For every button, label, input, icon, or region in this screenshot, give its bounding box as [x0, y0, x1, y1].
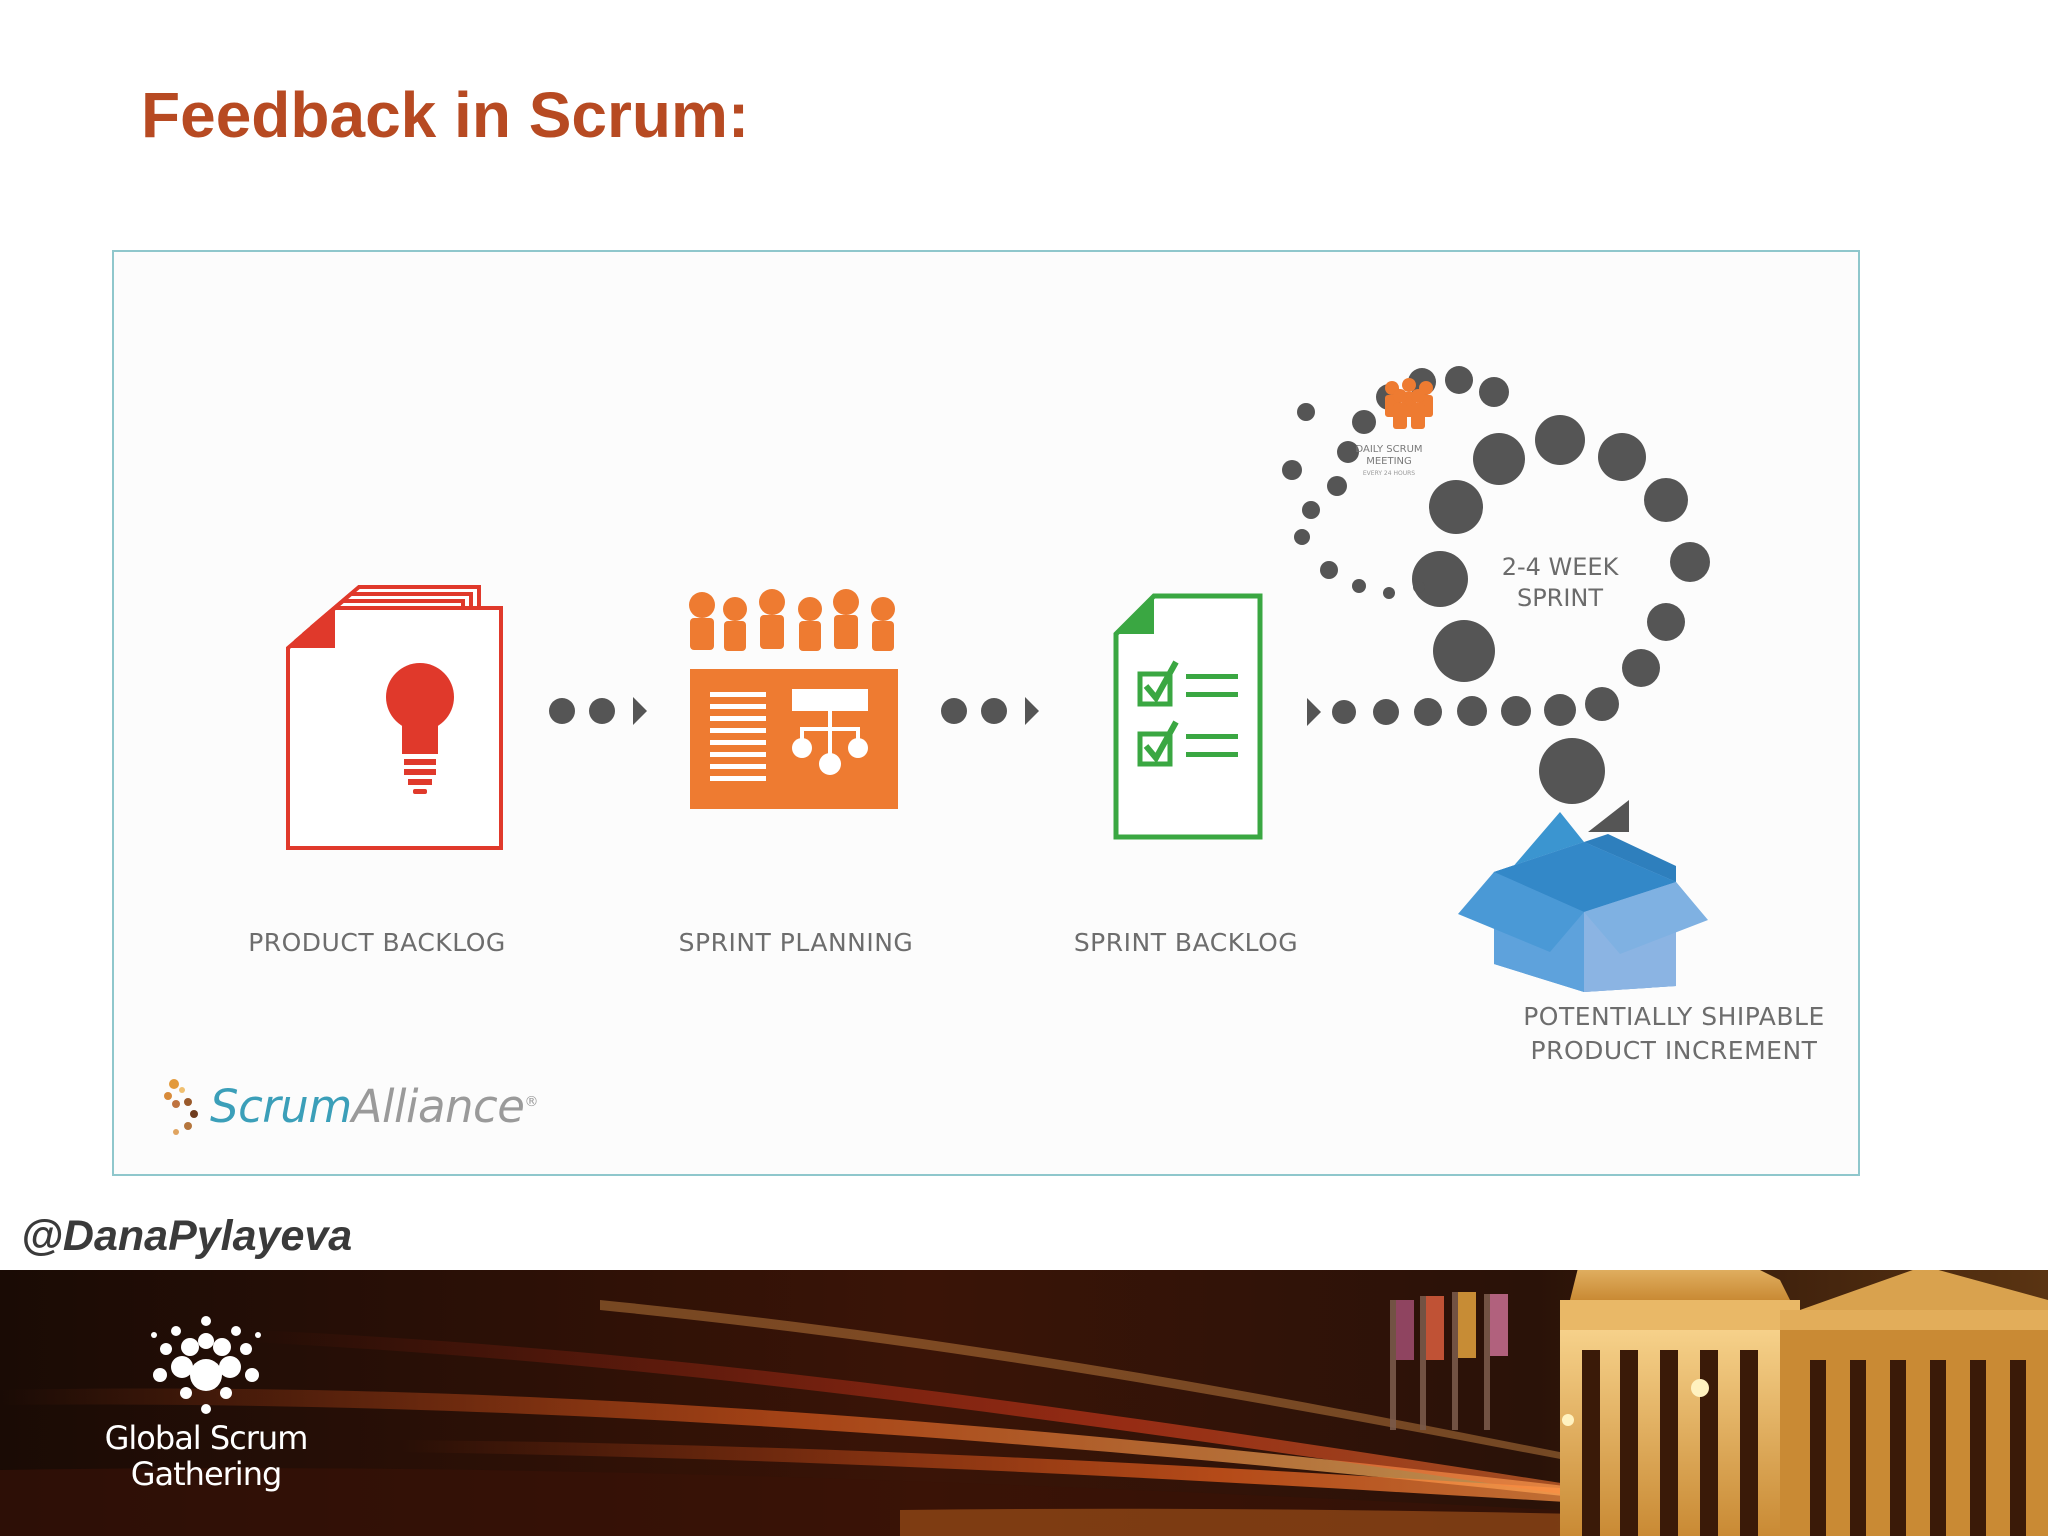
scrum-alliance-mark-icon — [164, 1079, 198, 1135]
flow-arrow-2 — [941, 697, 1039, 725]
registered-mark: ® — [524, 1094, 539, 1110]
global-scrum-gathering-logo — [90, 1305, 330, 1505]
product-increment-label: POTENTIALLY SHIPABLE PRODUCT INCREMENT — [1523, 1002, 1825, 1065]
scrum-alliance-part1: Scrum — [210, 1080, 352, 1133]
sprint-duration-label: 2-4 WEEK SPRINT — [1501, 553, 1619, 612]
scrum-alliance-part2: Alliance — [351, 1080, 525, 1133]
sprint-planning-label: SPRINT PLANNING — [678, 928, 914, 957]
twitter-handle: @DanaPylayeva — [21, 1212, 353, 1260]
sprint-backlog-label: SPRINT BACKLOG — [1073, 928, 1299, 957]
lightbulb-document-stack-icon — [286, 585, 503, 850]
gsg-mark-icon — [151, 1316, 261, 1414]
sprint-loop-dots — [1307, 415, 1710, 832]
team-planning-board-icon — [689, 589, 898, 809]
global-scrum-gathering-name: Global Scrum Gathering — [104, 1419, 309, 1493]
daily-scrum-label: DAILY SCRUM MEETING — [1355, 444, 1423, 467]
checklist-document-icon — [1113, 593, 1263, 840]
daily-scrum-team-icon — [1385, 378, 1433, 429]
open-box-icon — [1458, 812, 1708, 992]
city-night-traffic-photo — [0, 1270, 2048, 1536]
daily-scrum-sublabel: EVERY 24 HOURS — [1362, 470, 1416, 477]
scrum-diagram-figure: PRODUCT BACKLOG SPRINT PLANNING SPRINT B… — [112, 250, 1860, 1176]
flow-arrow-1 — [549, 697, 647, 725]
slide-title: Feedback in Scrum: — [141, 79, 750, 151]
footer-photo-banner — [0, 1270, 2048, 1536]
scrum-flow-diagram — [286, 366, 1710, 992]
scrum-alliance-logo: ScrumAlliance® — [162, 1079, 582, 1140]
product-backlog-label: PRODUCT BACKLOG — [248, 928, 506, 957]
scrum-alliance-wordmark: ScrumAlliance® — [210, 1080, 538, 1133]
